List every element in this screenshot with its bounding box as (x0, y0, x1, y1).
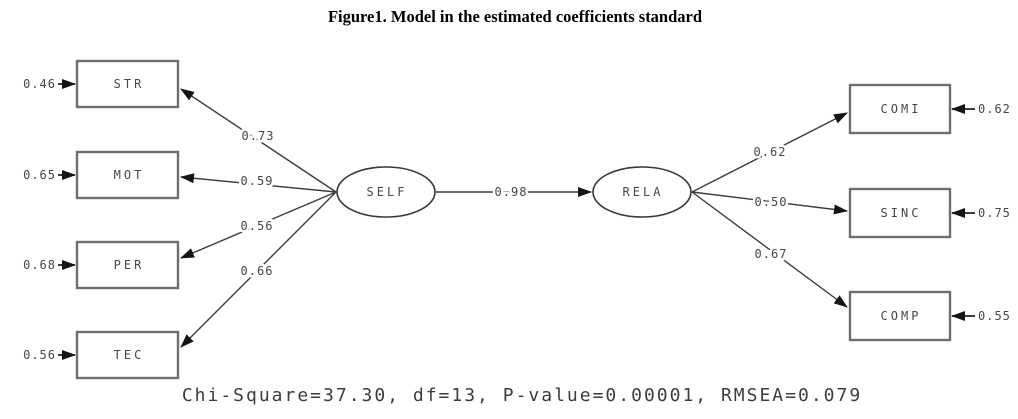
indicator-box-str (75, 59, 180, 109)
loading-path-self-mot (180, 173, 337, 193)
indicator-box-comp (848, 290, 952, 342)
error-value-tec: 0.56 (23, 348, 56, 362)
error-value-comi: 0.62 (978, 102, 1011, 116)
loading-value-self-per: 0.56 (241, 219, 274, 233)
loading-value-rela-comp: 0.67 (755, 247, 788, 261)
indicator-box-mot (75, 150, 180, 200)
indicator-label-tec: TEC (114, 348, 145, 362)
indicator-label-per: PER (114, 258, 145, 272)
indicator-box-per (75, 240, 180, 290)
indicator-box-comi (848, 83, 952, 135)
latent-label-rela: RELA (623, 185, 664, 199)
indicator-label-comp: COMP (881, 309, 922, 323)
loading-path-self-per (180, 191, 337, 259)
figure-title: Figure1. Model in the estimated coeffici… (328, 7, 702, 26)
fit-statistics: Chi-Square=37.30, df=13, P-value=0.00001… (182, 385, 862, 406)
error-value-str: 0.46 (23, 77, 56, 91)
loading-value-self-mot: 0.59 (241, 174, 274, 188)
error-value-sinc: 0.75 (978, 206, 1011, 220)
latent-ellipse-rela (592, 166, 692, 218)
loading-path-self-tec (180, 191, 337, 348)
error-value-per: 0.68 (23, 258, 56, 272)
structural-coefficient: 0.98 (495, 185, 528, 199)
loading-value-self-str: 0.73 (242, 129, 275, 143)
loading-value-self-tec: 0.66 (241, 264, 274, 278)
latent-label-self: SELF (367, 185, 408, 199)
loading-value-rela-sinc: 0.50 (755, 195, 788, 209)
indicator-label-comi: COMI (881, 102, 922, 116)
latent-ellipse-self (336, 166, 436, 218)
indicator-label-str: STR (114, 77, 145, 91)
loading-path-self-str (180, 88, 337, 193)
loading-path-rela-sinc (691, 191, 848, 215)
indicator-label-sinc: SINC (881, 206, 922, 220)
error-value-mot: 0.65 (23, 168, 56, 182)
error-value-comp: 0.55 (978, 309, 1011, 323)
loading-path-rela-comp (691, 191, 848, 308)
indicator-label-mot: MOT (114, 168, 145, 182)
indicator-box-tec (75, 330, 180, 380)
loading-value-rela-comi: 0.62 (754, 145, 787, 159)
indicator-box-sinc (848, 187, 952, 239)
loading-path-rela-comi (691, 112, 848, 193)
